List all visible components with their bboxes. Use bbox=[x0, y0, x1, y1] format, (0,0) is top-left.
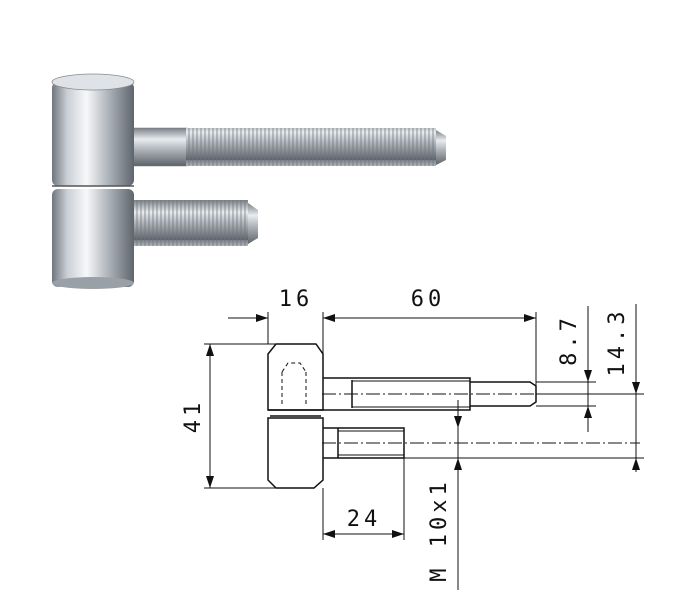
dimension-total-height: 41 bbox=[181, 344, 214, 488]
hidden-bore bbox=[281, 362, 307, 404]
dimension-knuckle-width: 16 bbox=[228, 287, 536, 322]
lower-barrel bbox=[52, 189, 134, 289]
label-24: 24 bbox=[347, 507, 382, 532]
upper-knuckle-outline bbox=[267, 343, 324, 411]
label-14-3: 14.3 bbox=[605, 308, 630, 377]
label-60: 60 bbox=[411, 287, 446, 312]
label-41: 41 bbox=[181, 399, 206, 434]
label-8-7: 8.7 bbox=[557, 314, 582, 366]
short-threaded-pin bbox=[132, 200, 258, 246]
technical-drawing: 16 60 41 24 8.7 bbox=[181, 287, 644, 590]
dimension-pin-offset: 8.7 bbox=[557, 306, 592, 432]
hinge-photo bbox=[51, 73, 446, 289]
dimension-short-pin-length: 24 bbox=[323, 507, 404, 538]
dimension-pin-spacing: 14.3 bbox=[605, 304, 640, 472]
dimension-thread: M 10x1 bbox=[427, 400, 462, 590]
lower-knuckle-outline bbox=[267, 417, 324, 489]
long-threaded-pin bbox=[131, 127, 446, 167]
upper-barrel bbox=[51, 73, 135, 187]
dimension-long-pin-length: 60 bbox=[411, 287, 536, 322]
label-thread: M 10x1 bbox=[427, 478, 452, 581]
label-16: 16 bbox=[279, 287, 314, 312]
short-pin-outline bbox=[323, 427, 405, 459]
